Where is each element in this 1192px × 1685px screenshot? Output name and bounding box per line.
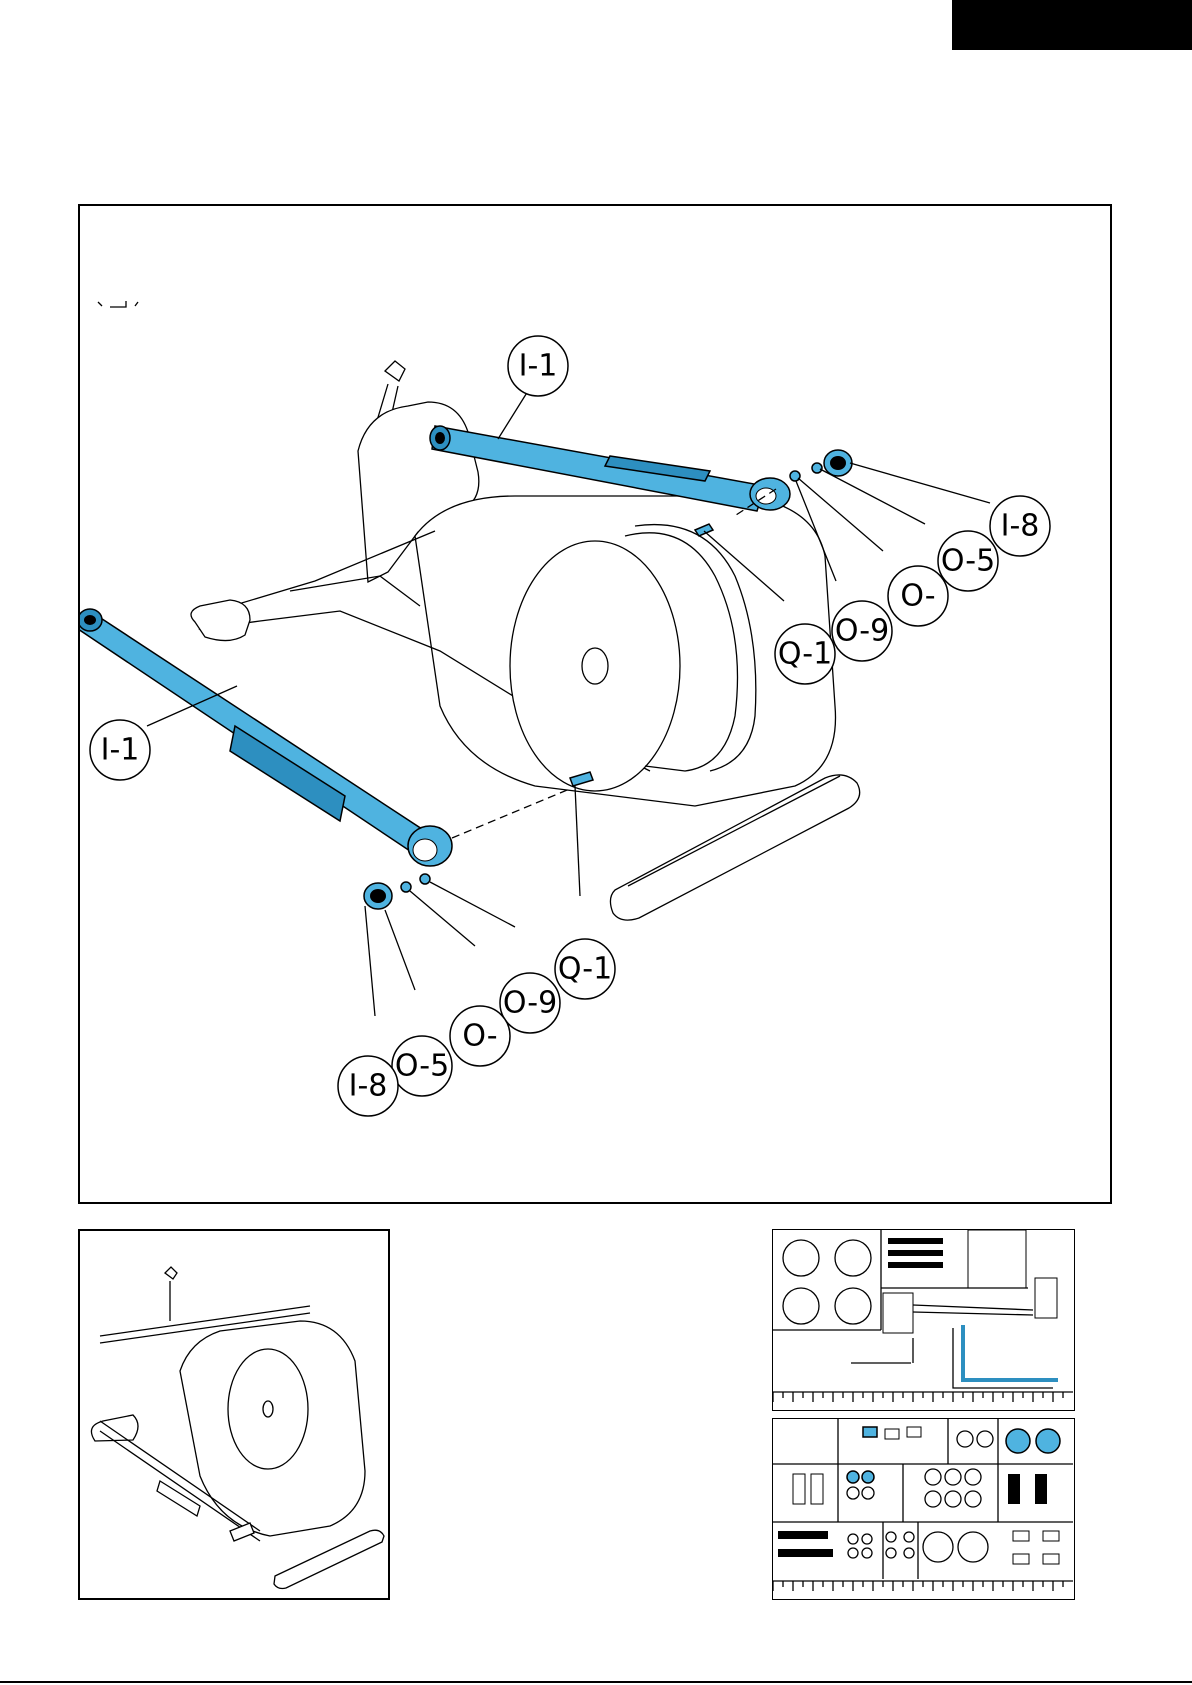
nut-icon — [862, 1471, 874, 1483]
callout-o9-left-label: O-9 — [503, 986, 557, 1021]
washer-icon — [977, 1431, 993, 1447]
ruler-scale — [773, 1581, 1063, 1591]
bolt-icon — [888, 1250, 943, 1256]
long-bolt-icon — [778, 1531, 828, 1539]
large-washer-icon — [1006, 1429, 1030, 1453]
large-ring-icon — [923, 1532, 953, 1562]
callout-o5-left-label: O-5 — [395, 1049, 449, 1084]
callout-o5-left: O-5 — [392, 1036, 452, 1096]
bolt-icon — [888, 1238, 943, 1244]
cap-nut-icon — [1043, 1531, 1059, 1541]
axle-hole — [582, 648, 608, 684]
callout-i1-rear-label: I-1 — [519, 349, 558, 384]
hardware-card-bottom — [772, 1418, 1075, 1600]
knob-icon — [835, 1288, 871, 1324]
nut-icon — [847, 1487, 859, 1499]
large-ring-icon — [958, 1532, 988, 1562]
knob-icon — [783, 1240, 819, 1276]
hardware-tools-illustration — [773, 1230, 1073, 1409]
nut-icon — [847, 1471, 859, 1483]
step-mark — [98, 301, 138, 307]
button-bolt-icon — [1035, 1474, 1047, 1504]
bolt-head-icon — [885, 1429, 899, 1439]
callout-i8-right-label: I-8 — [1001, 509, 1040, 544]
wrench-handle-icon — [883, 1293, 913, 1333]
callout-o-left: O- — [450, 1006, 510, 1066]
hex-bolt-icon — [811, 1474, 823, 1504]
allen-key-icon — [963, 1325, 1058, 1380]
hardware-card-top — [772, 1229, 1075, 1411]
bolt-head-icon — [863, 1427, 877, 1437]
knob-icon — [835, 1240, 871, 1276]
callout-i8-left-label: I-8 — [349, 1069, 388, 1104]
ruler-scale — [773, 1392, 1063, 1402]
cap-nut-icon — [1013, 1531, 1029, 1541]
rear-foot-cap — [191, 600, 250, 641]
callout-i1-rear: I-1 — [508, 336, 568, 396]
right-washer — [790, 471, 800, 481]
callout-o-right-label: O- — [900, 579, 935, 614]
bottom-rule — [0, 1681, 1192, 1683]
callout-o-right: O- — [888, 566, 948, 626]
callout-q1-left-label: Q-1 — [558, 952, 612, 987]
callout-o9-left: O-9 — [500, 973, 560, 1033]
callout-i8-right: I-8 — [990, 496, 1050, 556]
wrench-end-icon — [1035, 1278, 1057, 1318]
left-bolt — [401, 882, 411, 892]
callout-i1-front-label: I-1 — [101, 733, 140, 768]
hex-bolt-icon — [793, 1474, 805, 1504]
exploded-assembly-diagram: I-1 I-1 I-8 O-5 O- O-9 Q-1 Q-1 — [80, 206, 1110, 1202]
callout-q1-left: Q-1 — [555, 939, 615, 999]
bolt-head-icon — [907, 1427, 921, 1437]
long-bolt-icon — [778, 1549, 833, 1557]
callout-o5-right: O-5 — [938, 531, 998, 591]
large-washer-icon — [1036, 1429, 1060, 1453]
callout-q1-right-label: Q-1 — [778, 637, 832, 672]
callout-o-left-label: O- — [462, 1019, 497, 1054]
callout-o9-right: O-9 — [832, 601, 892, 661]
washer-icon — [957, 1431, 973, 1447]
page-tab — [952, 0, 1192, 50]
cap-nut-icon — [1013, 1554, 1029, 1564]
assembled-view-panel — [78, 1229, 390, 1600]
callout-o5-right-label: O-5 — [941, 544, 995, 579]
hardware-fasteners-illustration — [773, 1419, 1073, 1598]
callout-q1-right: Q-1 — [775, 624, 835, 684]
knob-icon — [783, 1288, 819, 1324]
button-bolt-icon — [1008, 1474, 1020, 1504]
cap-nut-icon — [1043, 1554, 1059, 1564]
nut-icon — [862, 1487, 874, 1499]
bolt-icon — [888, 1262, 943, 1268]
callout-o9-right-label: O-9 — [835, 614, 889, 649]
allen-key-small-icon — [851, 1338, 913, 1363]
left-washer — [420, 874, 430, 884]
callout-i8-left: I-8 — [338, 1056, 398, 1116]
assembled-machine-illustration — [80, 1231, 388, 1598]
right-bolt — [812, 463, 822, 473]
callout-i1-front: I-1 — [90, 720, 150, 780]
main-assembly-panel: I-1 I-1 I-8 O-5 O- O-9 Q-1 Q-1 — [78, 204, 1112, 1204]
